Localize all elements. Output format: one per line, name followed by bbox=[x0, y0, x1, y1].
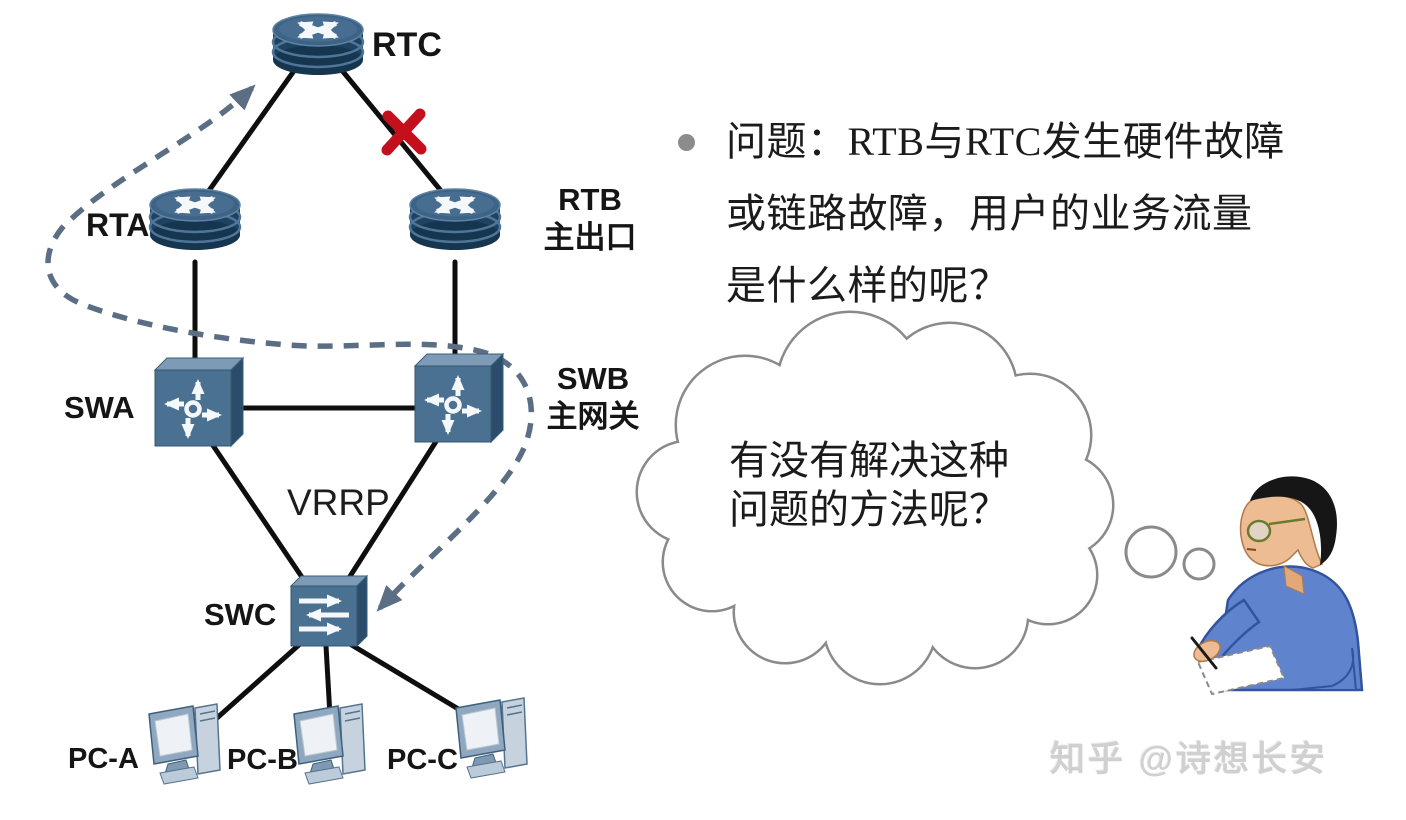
label-pc-b: PC-B bbox=[227, 744, 298, 776]
red-x-icon bbox=[381, 108, 427, 156]
question-line-3: 是什么样的呢？ bbox=[726, 263, 1010, 308]
thought-bubble-medium bbox=[1124, 525, 1178, 579]
link-swc-pca bbox=[205, 641, 303, 729]
thought-cloud bbox=[635, 310, 1216, 686]
label-pc-a: PC-A bbox=[68, 743, 139, 775]
label-rtb-name: RTB bbox=[558, 182, 622, 217]
question-paragraph: 问题：RTB与RTC发生硬件故障 或链路故障，用户的业务流量 是什么样的呢？ bbox=[726, 106, 1285, 322]
l2-switch-icon-swc bbox=[291, 576, 367, 646]
desktop-pc-icon-pca bbox=[148, 703, 221, 785]
thought-cloud-text: 有没有解决这种 问题的方法呢？ bbox=[729, 436, 1009, 534]
label-swb-name: SWB bbox=[556, 361, 630, 396]
thought-bubble-small bbox=[1182, 547, 1216, 581]
desktop-pc-icon-pcc bbox=[455, 697, 528, 779]
question-line-1: 问题：RTB与RTC发生硬件故障 bbox=[726, 119, 1285, 164]
thought-line-1: 有没有解决这种 bbox=[729, 438, 1009, 483]
label-rtb: RTB 主出口 bbox=[525, 181, 655, 257]
label-swa: SWA bbox=[64, 390, 135, 425]
label-rta: RTA bbox=[86, 207, 150, 243]
link-rtc-rta bbox=[205, 65, 299, 195]
label-rtb-role: 主出口 bbox=[543, 220, 637, 255]
person-illustration bbox=[1190, 476, 1364, 696]
router-icon-rtb bbox=[410, 189, 500, 250]
desktop-pc-icon-pcb bbox=[293, 703, 366, 785]
zhihu-watermark: 知乎 @诗想长安 bbox=[1050, 740, 1328, 779]
question-line-2: 或链路故障，用户的业务流量 bbox=[726, 191, 1253, 236]
label-vrrp: VRRP bbox=[287, 482, 390, 523]
dashed-traffic-arrow bbox=[45, 84, 535, 612]
router-icon-rta bbox=[150, 189, 240, 250]
link-swc-pcc bbox=[347, 641, 473, 719]
router-icon-rtc bbox=[273, 14, 363, 75]
label-rtc: RTC bbox=[372, 26, 442, 64]
bullet-icon bbox=[678, 134, 695, 151]
l3-switch-icon-swa bbox=[155, 358, 243, 446]
label-swc: SWC bbox=[204, 597, 277, 632]
thought-line-2: 问题的方法呢？ bbox=[729, 487, 1009, 532]
label-swb-role: 主网关 bbox=[546, 399, 640, 434]
label-pc-c: PC-C bbox=[387, 744, 458, 776]
link-rtc-rtb bbox=[337, 65, 445, 195]
label-swb: SWB 主网关 bbox=[528, 360, 658, 436]
link-swc-pcb bbox=[323, 643, 333, 719]
l3-switch-icon-swb bbox=[415, 354, 503, 442]
